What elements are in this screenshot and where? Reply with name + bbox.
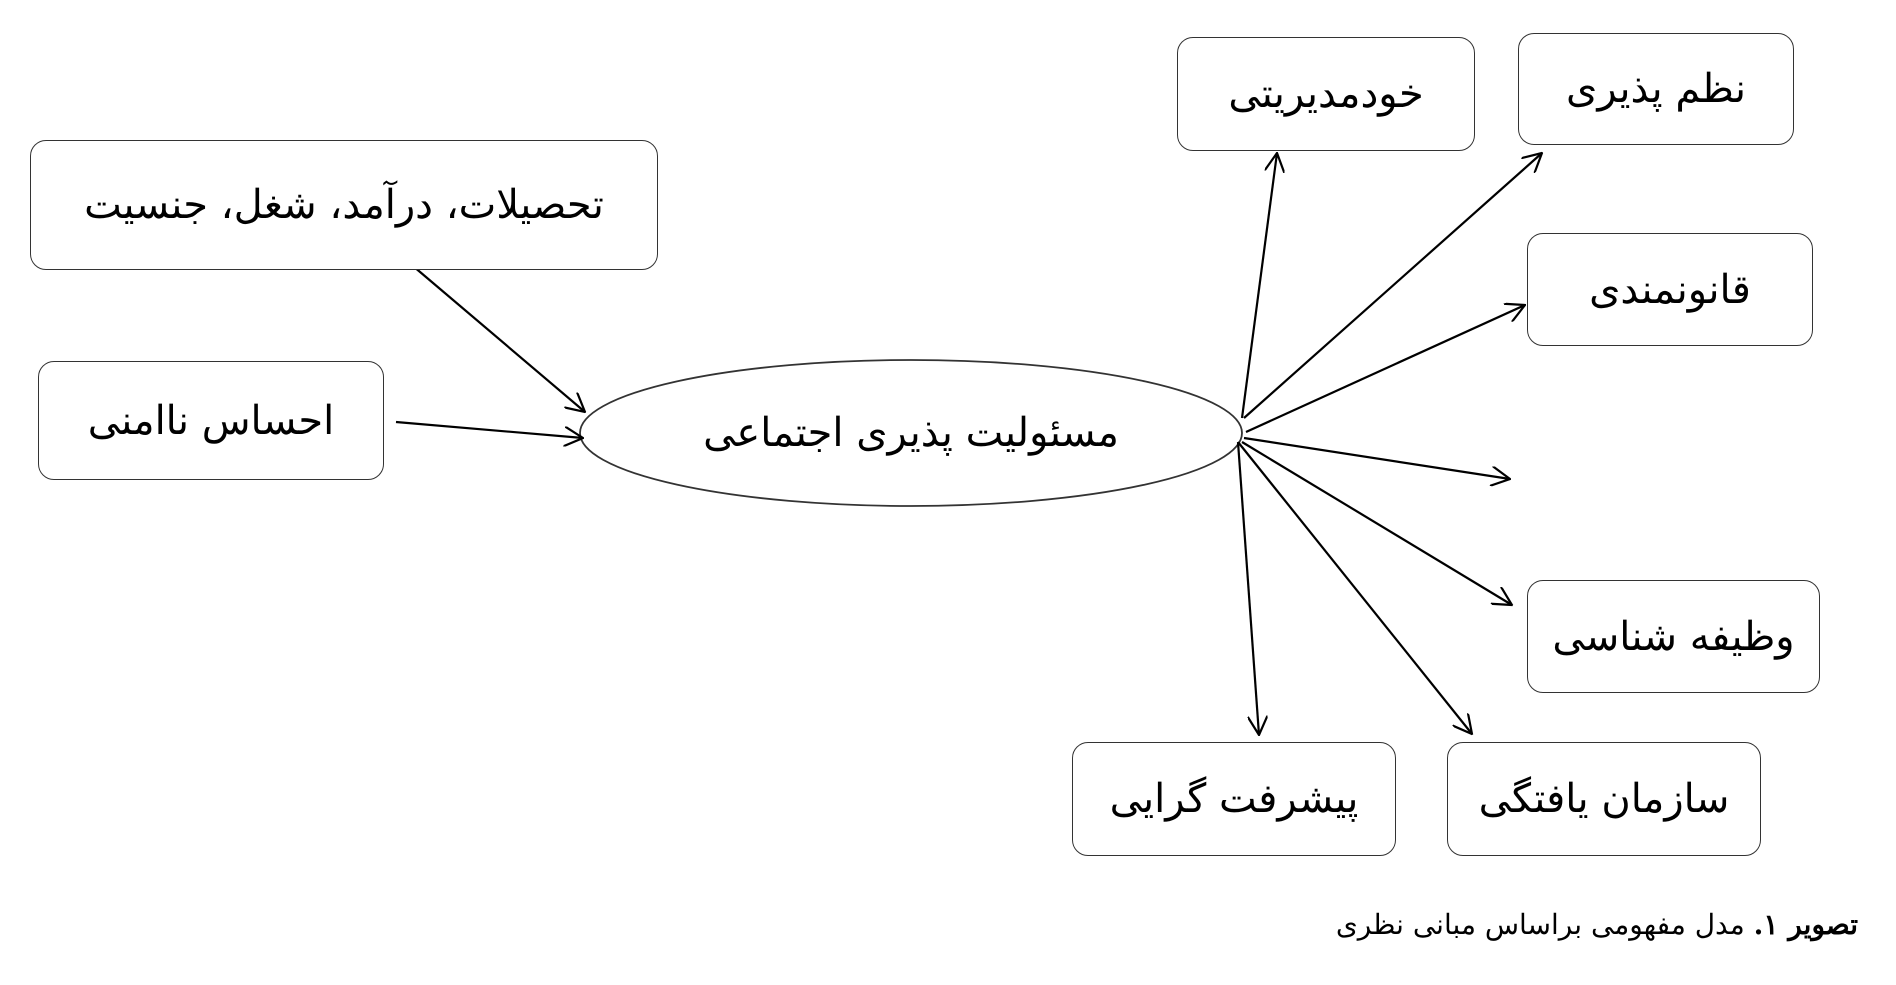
figure-caption-text: مدل مفهومی براساس مبانی نظری xyxy=(1335,908,1745,941)
node-insecurity: احساس ناامنی xyxy=(38,361,384,480)
center-concept-label: مسئولیت پذیری اجتماعی xyxy=(703,410,1119,456)
node-duty: وظیفه شناسی xyxy=(1527,580,1820,693)
arrow-demographics-to-center xyxy=(412,265,585,412)
node-self-management: خودمدیریتی xyxy=(1177,37,1475,151)
node-discipline-label: نظم پذیری xyxy=(1566,66,1746,112)
node-organization: سازمان یافتگی xyxy=(1447,742,1761,856)
node-law-abiding: قانونمندی xyxy=(1527,233,1813,346)
node-organization-label: سازمان یافتگی xyxy=(1478,776,1730,822)
arrow-to-discipline xyxy=(1243,153,1542,419)
center-concept: مسئولیت پذیری اجتماعی xyxy=(580,360,1242,506)
arrow-to-duty xyxy=(1241,441,1512,605)
arrow-insecurity-to-center xyxy=(395,420,583,438)
node-self-management-label: خودمدیریتی xyxy=(1228,71,1424,117)
node-law-abiding-label: قانونمندی xyxy=(1589,266,1751,313)
arrow-to-organization xyxy=(1237,441,1472,734)
node-duty-label: وظیفه شناسی xyxy=(1552,613,1795,660)
figure-caption-label: تصویر ۱. xyxy=(1753,908,1858,941)
arrow-to-empty-slot xyxy=(1243,436,1510,479)
node-discipline: نظم پذیری xyxy=(1518,33,1794,145)
arrow-to-progress xyxy=(1236,441,1259,735)
node-demographics: تحصیلات، درآمد، شغل، جنسیت xyxy=(30,140,658,270)
node-progress: پیشرفت گرایی xyxy=(1072,742,1396,856)
arrow-to-self-management xyxy=(1240,153,1277,419)
arrow-to-law-abiding xyxy=(1245,305,1525,434)
node-demographics-label: تحصیلات، درآمد، شغل، جنسیت xyxy=(84,182,604,228)
figure-caption: تصویر ۱. مدل مفهومی براساس مبانی نظری xyxy=(1336,908,1858,941)
node-insecurity-label: احساس ناامنی xyxy=(87,397,335,444)
node-progress-label: پیشرفت گرایی xyxy=(1109,776,1359,822)
